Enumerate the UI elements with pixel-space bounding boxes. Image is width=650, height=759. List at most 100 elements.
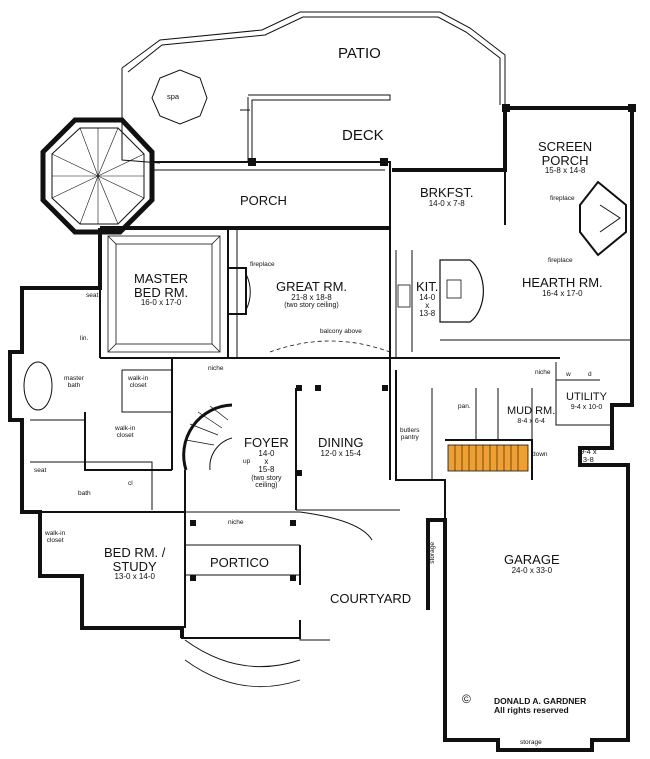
copyright-text: DONALD A. GARDNER All rights reserved <box>494 697 586 715</box>
porch-wall <box>150 161 391 228</box>
screen-porch-name2: PORCH <box>541 152 589 168</box>
great-rm-dims: 21-8 x 18-8 <box>291 292 332 302</box>
hearth-rm-dims: 16-4 x 17-0 <box>542 288 583 298</box>
curved-stair <box>182 403 233 471</box>
label-niche-hearth: niche <box>535 369 551 376</box>
label-walkin-master: walk-in closet <box>128 375 149 390</box>
label-walkin-closet: walk-in closet <box>115 425 136 440</box>
room-bed-study: BED RM. / STUDY 13-0 x 14-0 <box>104 546 165 582</box>
room-porch: PORCH <box>240 193 287 208</box>
room-garage: GARAGE 24-0 x 33-0 <box>504 553 560 575</box>
label-up: up <box>243 458 251 465</box>
foyer-name: FOYER <box>244 435 289 450</box>
master-bed-dims: 16-0 x 17-0 <box>140 298 182 308</box>
spa-octagon <box>151 69 208 125</box>
room-foyer: FOYER 14-0 x 15-8 (two story ceiling) <box>244 436 289 490</box>
storage-nook-dims: 9-4 x 3-8 <box>580 448 597 464</box>
gazebo <box>40 117 155 235</box>
room-portico: PORTICO <box>210 555 269 570</box>
room-hearth-rm: HEARTH RM. 16-4 x 17-0 <box>522 276 603 298</box>
label-master-bath: master bath <box>64 375 84 390</box>
room-screen-porch: SCREEN PORCH 15-8 x 14-8 <box>538 140 592 176</box>
brkfst-dims: 14-0 x 7-8 <box>428 198 465 208</box>
label-fireplace-hearth: fireplace <box>548 257 573 264</box>
kit-dims3: 13-8 <box>419 309 436 319</box>
master-bath-1: master <box>64 375 84 382</box>
room-brkfst: BRKFST. 14-0 x 7-8 <box>420 186 473 208</box>
label-storage-bottom: storage <box>520 739 542 746</box>
foyer-note1: (two story <box>251 474 282 482</box>
copyright-line2: All rights reserved <box>494 704 569 715</box>
label-fireplace-screen: fireplace <box>550 195 575 202</box>
master-bath-2: bath <box>67 381 81 389</box>
room-kit: KIT. 14-0 x 13-8 <box>416 280 438 319</box>
master-tub <box>23 361 53 411</box>
label-cl: cl <box>128 480 133 487</box>
label-storage-garage: storage <box>429 542 436 564</box>
kit-name: KIT. <box>416 279 439 294</box>
label-walkin-bed: walk-in closet <box>45 530 66 545</box>
walkin-bed-2: closet <box>46 536 64 544</box>
foyer-dims1: 14-0 <box>258 448 275 458</box>
label-balcony: balcony above <box>320 328 362 335</box>
room-patio: PATIO <box>338 45 381 62</box>
bed-study-name2: STUDY <box>112 558 157 574</box>
label-bath: bath <box>78 490 91 497</box>
garage-dims: 24-0 x 33-0 <box>511 565 553 575</box>
foyer-dims2: x <box>264 457 269 467</box>
screen-porch-dims: 15-8 x 14-8 <box>544 166 586 176</box>
walkin-master-2: closet <box>129 381 147 389</box>
garage-stairs <box>447 444 529 472</box>
utility-name: UTILITY <box>566 391 607 403</box>
room-utility: UTILITY 9-4 x 10-0 <box>566 391 607 411</box>
room-mud-rm: MUD RM. 8-4 x 6-4 <box>507 405 556 425</box>
copyright-line1: DONALD A. GARDNER <box>494 696 587 706</box>
label-pan: pan. <box>458 403 471 410</box>
room-spa: spa <box>167 92 180 101</box>
label-washer: w <box>566 371 571 378</box>
foyer-note2: ceiling) <box>255 482 278 490</box>
label-dryer: d <box>588 371 592 378</box>
copyright-symbol: © <box>462 692 471 706</box>
walkin-bed-1: walk-in <box>45 530 66 537</box>
great-rm-name: GREAT RM. <box>276 279 348 294</box>
great-rm-note: (two story ceiling) <box>284 302 339 310</box>
walkin-closet-1: walk-in <box>115 425 136 432</box>
bed-study-name1: BED RM. / <box>104 545 166 560</box>
foyer-dims3: 15-8 <box>258 465 275 475</box>
utility-dims: 9-4 x 10-0 <box>570 403 603 411</box>
label-niche-portico: niche <box>228 519 244 526</box>
hearth-rm-name: HEARTH RM. <box>522 275 603 290</box>
label-down: down <box>532 451 548 458</box>
room-dining: DINING 12-0 x 15-4 <box>318 436 364 458</box>
garage-name: GARAGE <box>504 552 560 567</box>
dining-name: DINING <box>318 435 364 450</box>
butlers-2: pantry <box>400 433 419 441</box>
room-deck: DECK <box>342 127 384 144</box>
patio-outline <box>121 11 506 105</box>
walkin-master-1: walk-in <box>128 375 149 382</box>
butlers-1: butlers <box>400 427 420 434</box>
label-niche-master: niche <box>208 365 224 372</box>
screen-porch-name1: SCREEN <box>538 139 593 154</box>
storage-nook-dims2: 3-8 <box>582 454 594 464</box>
mud-rm-name: MUD RM. <box>507 405 556 417</box>
room-courtyard: COURTYARD <box>330 591 412 606</box>
label-seat-top: seat <box>86 292 99 299</box>
master-bed-name2: BED RM. <box>134 284 189 300</box>
mud-rm-dims: 8-4 x 6-4 <box>517 417 545 425</box>
room-master-bed: MASTER BED RM. 16-0 x 17-0 <box>134 272 188 308</box>
storage-nook-dims1: 9-4 x <box>580 447 597 456</box>
walkin-closet-2: closet <box>116 431 134 439</box>
dining-dims: 12-0 x 15-4 <box>320 448 361 458</box>
kit-dims2: x <box>425 301 430 311</box>
brkfst-name: BRKFST. <box>420 185 474 200</box>
label-lin: lin. <box>80 335 89 342</box>
master-tray-ceiling <box>107 235 221 353</box>
label-fireplace-great: fireplace <box>250 261 275 268</box>
kitchen-island <box>439 259 484 323</box>
label-butlers-pantry: butlers pantry <box>400 427 420 442</box>
master-bed-name1: MASTER <box>134 271 189 286</box>
room-great-rm: GREAT RM. 21-8 x 18-8 (two story ceiling… <box>276 280 347 309</box>
